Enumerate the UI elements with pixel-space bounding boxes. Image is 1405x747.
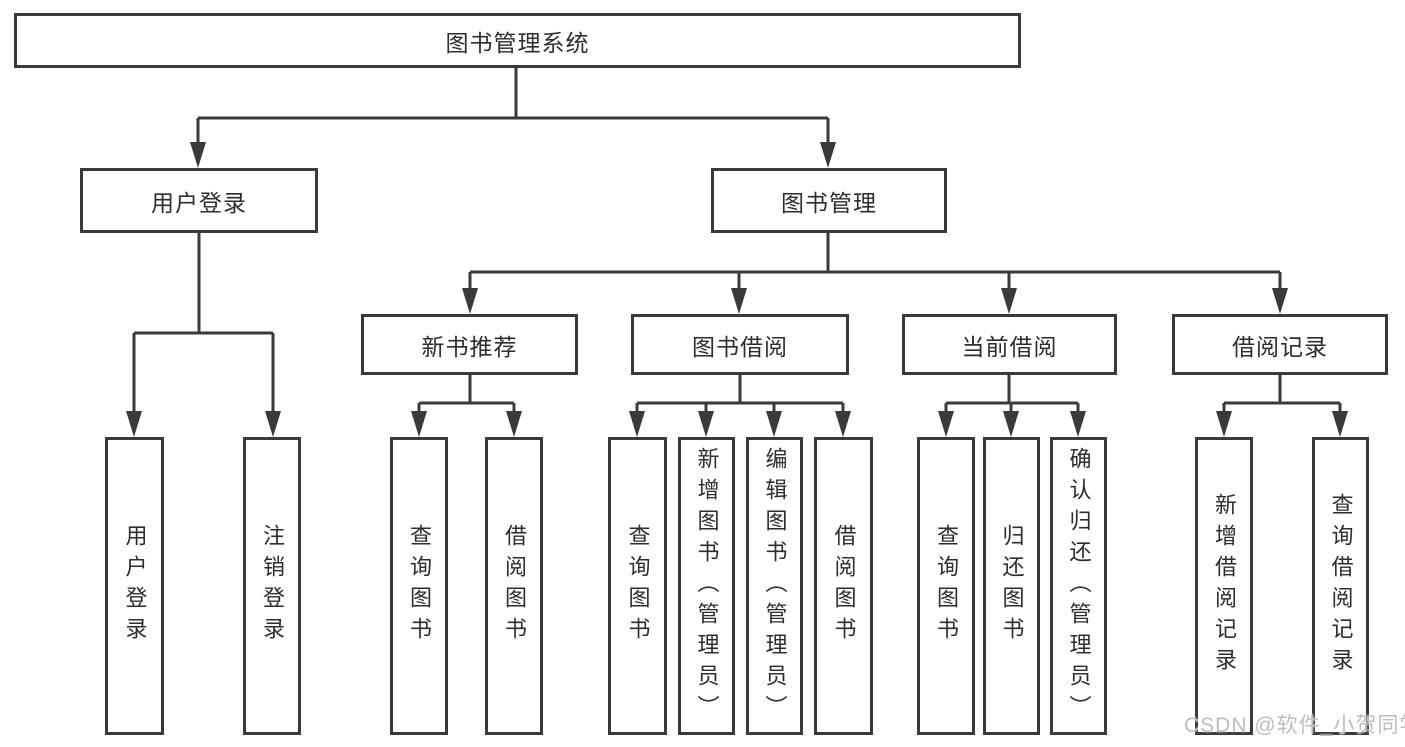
node-label: 新增图书（管理员） <box>694 446 720 726</box>
connector-borrow-records <box>1222 375 1342 415</box>
arrowheads <box>126 142 1348 437</box>
arrowhead-icon <box>126 411 142 437</box>
arrowhead-icon <box>265 411 281 437</box>
node-leaf-borrow-book-rec: 借阅图书 <box>485 437 543 735</box>
node-label: 图书管理 <box>781 189 877 216</box>
arrowhead-icon <box>1003 411 1019 437</box>
connector-current-borrow <box>944 375 1080 415</box>
node-label: 新增借阅记录 <box>1212 493 1237 679</box>
node-leaf-edit-book-admin: 编辑图书（管理员） <box>746 437 803 735</box>
node-leaf-confirm-return-admin: 确认归还（管理员） <box>1050 437 1107 735</box>
node-book-management: 图书管理 <box>711 168 947 233</box>
node-leaf-borrow-book-borrow: 借阅图书 <box>814 437 873 735</box>
node-book-borrowing: 图书借阅 <box>631 314 849 375</box>
node-leaf-return-book: 归还图书 <box>983 437 1040 735</box>
node-leaf-query-book-rec: 查询图书 <box>390 437 448 735</box>
arrowhead-icon <box>1332 411 1348 437</box>
node-leaf-add-borrow-record: 新增借阅记录 <box>1195 437 1253 735</box>
node-label: 新书推荐 <box>421 333 518 360</box>
arrowhead-icon <box>506 411 522 437</box>
arrowhead-icon <box>698 411 714 437</box>
arrowhead-icon <box>411 411 427 437</box>
arrowhead-icon <box>766 411 782 437</box>
node-label: 查询借阅记录 <box>1328 493 1354 679</box>
node-label: 借阅记录 <box>1232 333 1328 360</box>
node-leaf-query-borrow-record: 查询借阅记录 <box>1312 437 1369 735</box>
node-label: 查询图书 <box>934 524 959 648</box>
csdn-watermark: CSDN @软件_小贺同学 <box>1184 714 1405 737</box>
arrowhead-icon <box>820 142 836 168</box>
node-label: 借阅图书 <box>831 524 857 648</box>
node-user-login: 用户登录 <box>80 168 318 233</box>
arrowhead-icon <box>1216 411 1232 437</box>
node-new-book-recommend: 新书推荐 <box>361 314 578 375</box>
node-label: 查询图书 <box>625 524 651 648</box>
node-label: 用户登录 <box>151 189 247 216</box>
arrowhead-icon <box>731 288 747 314</box>
node-leaf-logout: 注销登录 <box>243 437 301 735</box>
arrowhead-icon <box>938 411 954 437</box>
arrowhead-icon <box>1272 288 1288 314</box>
arrowhead-icon <box>629 411 645 437</box>
arrowhead-icon <box>835 411 851 437</box>
connector-book-mgmt <box>468 233 1282 292</box>
node-current-borrowing: 当前借阅 <box>902 314 1117 375</box>
node-label: 图书借阅 <box>692 333 788 360</box>
node-label: 确认归还（管理员） <box>1066 446 1092 726</box>
node-label: 注销登录 <box>260 524 285 648</box>
connector-root <box>196 68 830 160</box>
connector-strokes <box>132 68 1342 415</box>
node-leaf-user-login: 用户登录 <box>105 437 164 735</box>
node-leaf-add-book-admin: 新增图书（管理员） <box>678 437 735 735</box>
node-leaf-query-book-current: 查询图书 <box>917 437 975 735</box>
connector-book-borrow <box>635 375 845 415</box>
node-label: 用户登录 <box>122 524 148 648</box>
connector-user-login <box>132 233 275 415</box>
arrowhead-icon <box>1070 411 1086 437</box>
node-root-system: 图书管理系统 <box>14 13 1021 68</box>
node-label: 归还图书 <box>999 524 1025 648</box>
arrowhead-icon <box>190 142 206 168</box>
node-label: 查询图书 <box>407 524 432 648</box>
node-label: 借阅图书 <box>502 524 527 648</box>
node-label: 编辑图书（管理员） <box>762 446 788 726</box>
arrowhead-icon <box>462 288 478 314</box>
arrowhead-icon <box>1001 288 1017 314</box>
node-label: 当前借阅 <box>961 333 1058 360</box>
node-borrowing-records: 借阅记录 <box>1172 314 1388 375</box>
node-leaf-query-book-borrow: 查询图书 <box>608 437 667 735</box>
node-label: 图书管理系统 <box>445 29 590 56</box>
connector-new-book-rec <box>417 375 516 415</box>
